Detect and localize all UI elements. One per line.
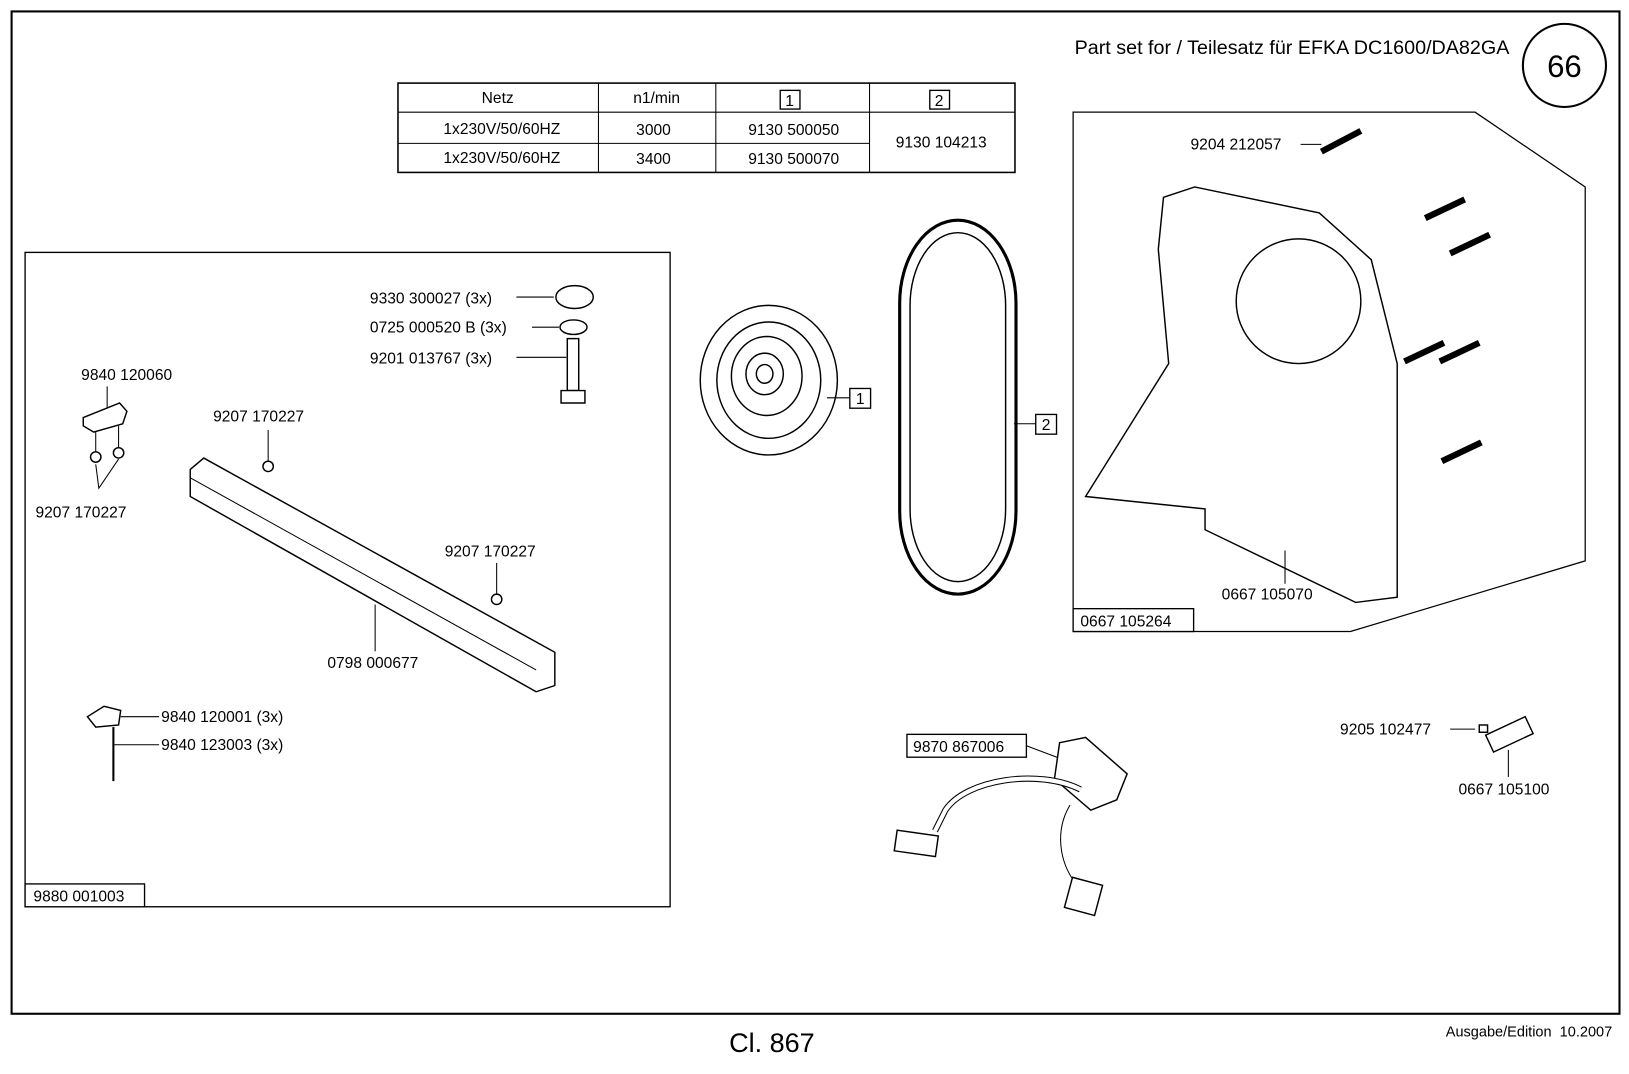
label-sensor-body: 0667 105100: [1458, 782, 1549, 799]
header-part1: 1: [785, 93, 794, 110]
page-frame: [10, 10, 1621, 1015]
edition-label: Ausgabe/Edition 10.2007: [1446, 1025, 1612, 1041]
label-washer-small: 0725 000520 B (3x): [370, 319, 507, 336]
sensor-group: 9205 102477 0667 105100: [1340, 715, 1550, 799]
bracket: [82, 402, 128, 433]
class-label: Cl. 867: [729, 1028, 815, 1058]
cable-assembly: 9870 867006: [893, 733, 1129, 917]
belt-guard: [1084, 186, 1398, 604]
page-title: Part set for / Teilesatz für EFKA DC1600…: [1075, 37, 1511, 59]
page-number-circle: [1521, 22, 1608, 109]
row1-netz: 1x230V/50/60HZ: [443, 121, 560, 138]
label-bracket: 9840 120060: [81, 367, 172, 384]
label-screw-right: 9207 170227: [445, 544, 536, 561]
header-speed: n1/min: [633, 90, 680, 107]
belt-callout: 2: [1042, 417, 1051, 434]
label-screw-top: 9207 170227: [213, 409, 304, 426]
header-netz: Netz: [482, 90, 514, 107]
v-belt: 2: [898, 218, 1058, 596]
label-washer-large: 9330 300027 (3x): [370, 290, 492, 307]
clip: [86, 705, 122, 728]
guard-set-number: 0667 105264: [1080, 613, 1171, 630]
belt-guard-group: 9204 212057 0667 105070 0667 105264: [1072, 111, 1586, 633]
part2-shared: 9130 104213: [896, 134, 987, 151]
washer-small: [559, 319, 588, 336]
rail-set-number: 9880 001003: [33, 889, 124, 906]
row2-part1: 9130 500070: [748, 151, 839, 168]
pulley-callout: 1: [856, 391, 865, 408]
header-part2: 2: [935, 93, 944, 110]
label-bracket-screws: 9207 170227: [35, 504, 126, 521]
sensor: [1484, 715, 1535, 754]
motor-table: Netz n1/min 1 2 1x230V/50/60HZ 3000 9130…: [397, 82, 1016, 174]
label-sensor-screw: 9205 102477: [1340, 721, 1431, 738]
row1-part1: 9130 500050: [748, 122, 839, 139]
label-rail: 0798 000677: [327, 655, 418, 672]
row1-speed: 3000: [636, 122, 671, 139]
screw-icon: [1319, 128, 1363, 155]
row2-netz: 1x230V/50/60HZ: [443, 150, 560, 167]
washer-large: [555, 284, 594, 310]
label-bolt: 9201 013767 (3x): [370, 351, 492, 368]
rail-set-group: 9880 001003 9330 300027 (3x) 0725 000520…: [24, 251, 671, 908]
label-pin: 9840 123003 (3x): [161, 737, 283, 754]
cable-label: 9870 867006: [913, 739, 1004, 756]
pulley: 1: [699, 304, 872, 456]
bolt: [566, 337, 580, 392]
label-guard: 0667 105070: [1222, 586, 1313, 603]
row2-speed: 3400: [636, 151, 671, 168]
label-clip: 9840 120001 (3x): [161, 709, 283, 726]
page-number: 66: [1547, 49, 1582, 84]
label-guard-screw: 9204 212057: [1191, 137, 1282, 154]
rail: [189, 457, 556, 693]
